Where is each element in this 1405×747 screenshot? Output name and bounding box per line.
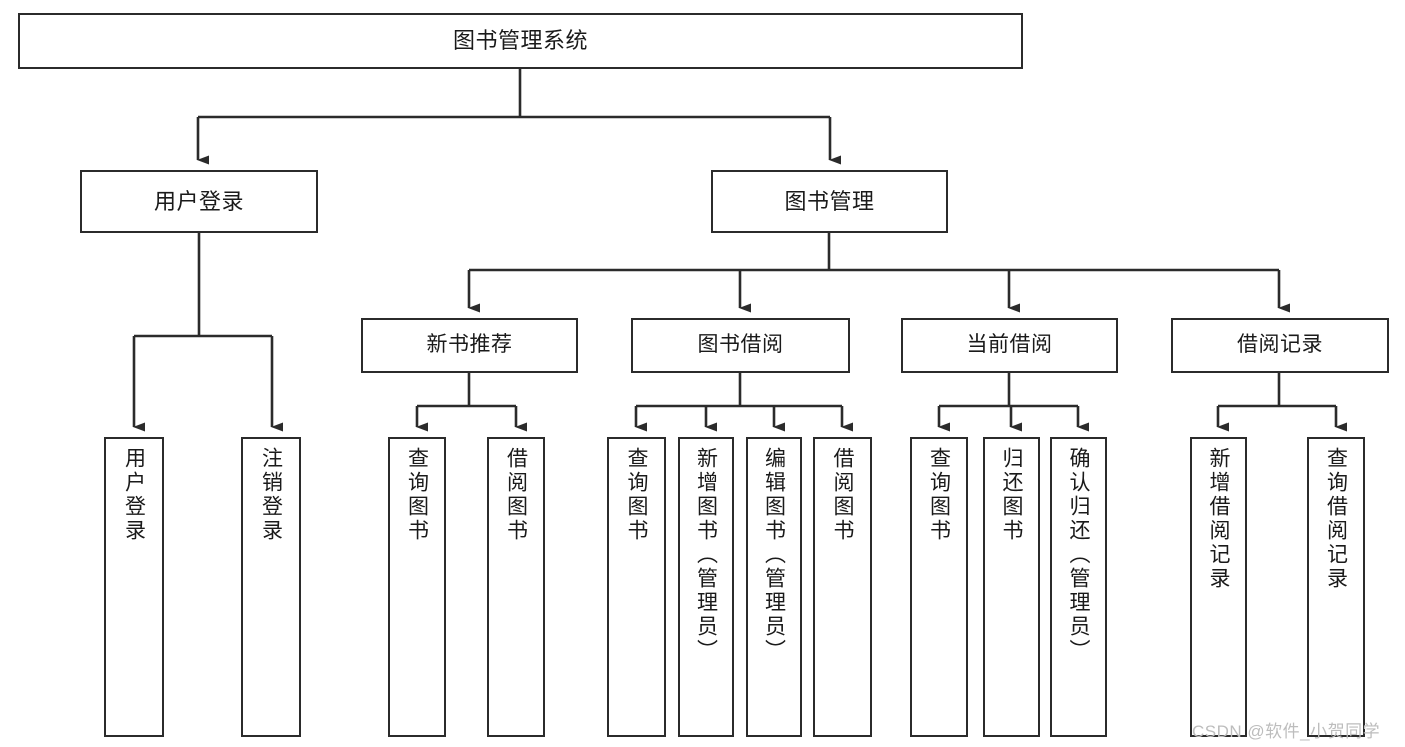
- node-label: 图书管理系统: [452, 28, 588, 54]
- node-label: 新书推荐: [426, 333, 513, 357]
- leaf-logout[interactable]: 注销登录: [241, 437, 301, 737]
- leaf-edit-book-admin[interactable]: 编辑图书（管理员）: [746, 437, 802, 737]
- leaf-add-book-admin[interactable]: 新增图书（管理员）: [678, 437, 734, 737]
- edges-currentborrow-to-leaves: [937, 373, 1089, 432]
- edges-borrowbook-to-leaves: [634, 373, 853, 432]
- node-label: 查询借阅记录: [1324, 447, 1348, 591]
- node-label: 确认归还（管理员）: [1067, 447, 1090, 663]
- node-label: 借阅图书: [504, 447, 528, 543]
- node-label: 新增图书（管理员）: [694, 447, 718, 663]
- node-label: 当前借阅: [966, 333, 1053, 357]
- node-label: 编辑图书（管理员）: [762, 447, 786, 663]
- edges-borrowrecord-to-leaves: [1216, 373, 1347, 432]
- node-book-management[interactable]: 图书管理: [711, 170, 948, 233]
- edges-newbook-to-leaves: [415, 373, 527, 432]
- leaf-borrow-book-newbook[interactable]: 借阅图书: [487, 437, 545, 737]
- edges-userlogin-to-leaves: [132, 233, 283, 432]
- leaf-confirm-return-admin[interactable]: 确认归还（管理员）: [1050, 437, 1107, 737]
- leaf-return-book[interactable]: 归还图书: [983, 437, 1040, 737]
- edges-root-to-level2: [196, 69, 841, 165]
- leaf-query-book-newbook[interactable]: 查询图书: [388, 437, 446, 737]
- node-borrow-record[interactable]: 借阅记录: [1171, 318, 1389, 373]
- node-label: 查询图书: [927, 447, 951, 543]
- node-book-borrow[interactable]: 图书借阅: [631, 318, 850, 373]
- node-label: 图书管理: [784, 188, 875, 214]
- node-user-login[interactable]: 用户登录: [80, 170, 318, 233]
- node-label: 查询图书: [625, 447, 648, 543]
- node-label: 查询图书: [405, 447, 429, 543]
- node-label: 借阅图书: [831, 447, 854, 543]
- leaf-query-book-borrow[interactable]: 查询图书: [607, 437, 666, 737]
- node-root-system[interactable]: 图书管理系统: [18, 13, 1023, 69]
- node-current-borrow[interactable]: 当前借阅: [901, 318, 1118, 373]
- leaf-add-borrow-record[interactable]: 新增借阅记录: [1190, 437, 1247, 737]
- node-new-book-recommend[interactable]: 新书推荐: [361, 318, 578, 373]
- leaf-query-book-current[interactable]: 查询图书: [910, 437, 968, 737]
- node-label: 图书借阅: [697, 333, 784, 357]
- node-label: 新增借阅记录: [1207, 447, 1230, 591]
- node-label: 注销登录: [259, 447, 283, 543]
- leaf-user-login[interactable]: 用户登录: [104, 437, 164, 737]
- leaf-query-borrow-record[interactable]: 查询借阅记录: [1307, 437, 1365, 737]
- node-label: 用户登录: [122, 447, 146, 543]
- leaf-borrow-book[interactable]: 借阅图书: [813, 437, 872, 737]
- node-label: 归还图书: [1000, 447, 1023, 543]
- edges-bookmgmt-to-level3: [467, 233, 1290, 313]
- node-label: 借阅记录: [1237, 333, 1323, 357]
- node-label: 用户登录: [153, 188, 244, 214]
